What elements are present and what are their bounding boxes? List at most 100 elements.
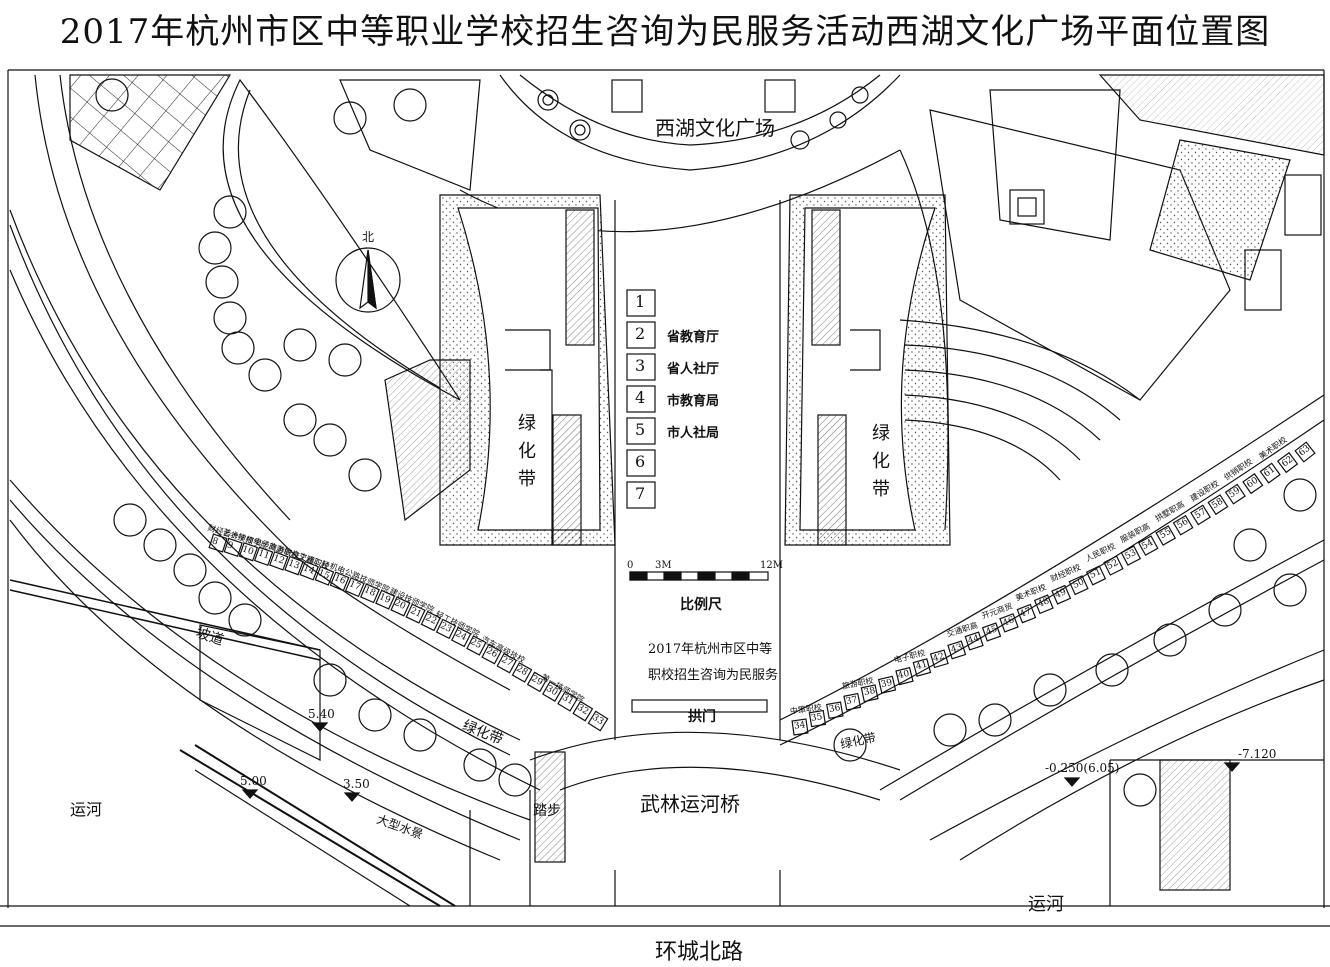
tree-icon: [221, 331, 255, 365]
river-label-right: 运河: [1028, 894, 1064, 915]
school-booth-box: [1103, 555, 1124, 576]
school-booth-box: [329, 571, 350, 592]
school-booth-box: [223, 537, 243, 557]
school-booth-box: [1294, 441, 1316, 463]
school-booth-box: [1137, 535, 1159, 556]
tree-icon: [463, 748, 497, 782]
dept-booth-number: 4: [635, 388, 646, 407]
school-booth-box: [1016, 603, 1037, 624]
tree-icon: [348, 458, 382, 492]
tree-icon: [113, 503, 147, 537]
school-booth-box: [542, 681, 563, 702]
plaza-name-label: 西湖文化广场: [655, 116, 775, 140]
elevation-label: 3.50: [343, 777, 370, 791]
school-booth-box: [269, 551, 289, 571]
dept-booth-number: 1: [635, 292, 646, 311]
steps-label: 踏步: [533, 803, 561, 819]
school-booth-box: [496, 652, 518, 674]
left-arc-bands: [9, 74, 541, 861]
school-booth-box: [405, 603, 426, 624]
school-booth-box: [1068, 575, 1089, 596]
school-booth-box: [375, 589, 396, 610]
bridge-label: 武林运河桥: [640, 792, 740, 816]
tree-icon: [228, 603, 262, 637]
school-booth-box: [808, 709, 827, 728]
dept-booth-number: 6: [635, 452, 646, 471]
tree-icon: [198, 231, 232, 265]
dept-booth-label: 市教育局: [667, 394, 720, 409]
school-booth-box: [1242, 473, 1264, 495]
school-booth-box: [314, 566, 335, 586]
green-belt-char: 绿: [518, 413, 536, 434]
event-text-line1: 2017年杭州市区中等: [648, 642, 773, 657]
north-label: 北: [362, 230, 375, 244]
school-booth-box: [1190, 504, 1211, 526]
tree-icon: [313, 423, 347, 457]
map-frame: [0, 69, 1330, 927]
dept-booth-label: 省人社厅: [667, 362, 720, 377]
river-label-left: 运河: [70, 800, 103, 819]
tree-icon: [1153, 623, 1187, 657]
scale-label: 比例尺: [680, 597, 722, 613]
school-booth-box: [359, 583, 381, 604]
green-belt-char: 化: [518, 441, 536, 462]
school-booth-box: [1276, 451, 1299, 474]
tree-icon: [393, 88, 427, 122]
tree-group: [95, 78, 1317, 807]
right-arc-bands: [779, 394, 1325, 861]
dept-booth-box: [626, 289, 656, 317]
green-belt-right: 绿 化 带: [872, 420, 892, 504]
school-booth-arc: [208, 441, 1316, 736]
tree-icon: [1233, 528, 1267, 562]
tree-icon: [1123, 773, 1157, 807]
elevation-label: 5.00: [240, 774, 267, 788]
school-booth-box: [1120, 545, 1142, 566]
lens-lawn: [222, 78, 461, 401]
tree-icon: [283, 328, 317, 362]
school-booth-box: [390, 596, 411, 617]
dept-booth-box: [626, 353, 656, 381]
dept-booth-box: [626, 449, 656, 477]
school-booth-box: [572, 700, 594, 722]
dept-booth-number: 2: [635, 324, 646, 343]
school-booth-box: [526, 671, 548, 693]
elevation-markers: [241, 722, 1241, 802]
school-booth-box: [253, 546, 274, 566]
school-booth-box: [511, 662, 533, 683]
scale-end: 12M: [760, 560, 783, 571]
tree-icon: [213, 301, 247, 335]
dept-booth-column: [626, 289, 656, 509]
school-booth-box: [1033, 594, 1054, 615]
central-walkway: [614, 200, 781, 906]
school-booth-box: [981, 622, 1002, 642]
right-terraces: [899, 74, 1325, 531]
green-belt-char: 绿: [872, 423, 890, 444]
school-booth-number: 37: [845, 694, 859, 707]
road-label: 环城北路: [655, 940, 744, 965]
school-booth-box: [1172, 514, 1194, 536]
tree-icon: [248, 358, 282, 392]
school-booth-box: [999, 613, 1019, 633]
dept-booth-box: [626, 385, 656, 413]
school-booth-box: [1224, 483, 1246, 505]
tree-icon: [358, 698, 392, 732]
canal-left: [9, 579, 456, 907]
tree-icon: [1208, 593, 1242, 627]
north-compass-icon: [335, 247, 401, 313]
scale-mid: 3M: [655, 560, 672, 571]
school-booth-box: [895, 666, 914, 686]
elevation-label: -7.120: [1238, 747, 1277, 761]
school-booth-box: [912, 658, 932, 677]
dept-booth-number: 7: [635, 484, 646, 503]
arch-gate-box: [631, 699, 768, 713]
elevation-label: -0.250(6.05): [1045, 761, 1120, 775]
tree-icon: [1273, 573, 1307, 607]
school-booth-box: [1085, 565, 1107, 586]
school-booth-box: [947, 640, 967, 660]
tree-icon: [1095, 653, 1129, 687]
school-booth-box: [587, 710, 609, 732]
dept-booth-box: [626, 417, 656, 445]
right-escalator: [1109, 759, 1324, 906]
school-booth-number: 35: [810, 711, 824, 724]
